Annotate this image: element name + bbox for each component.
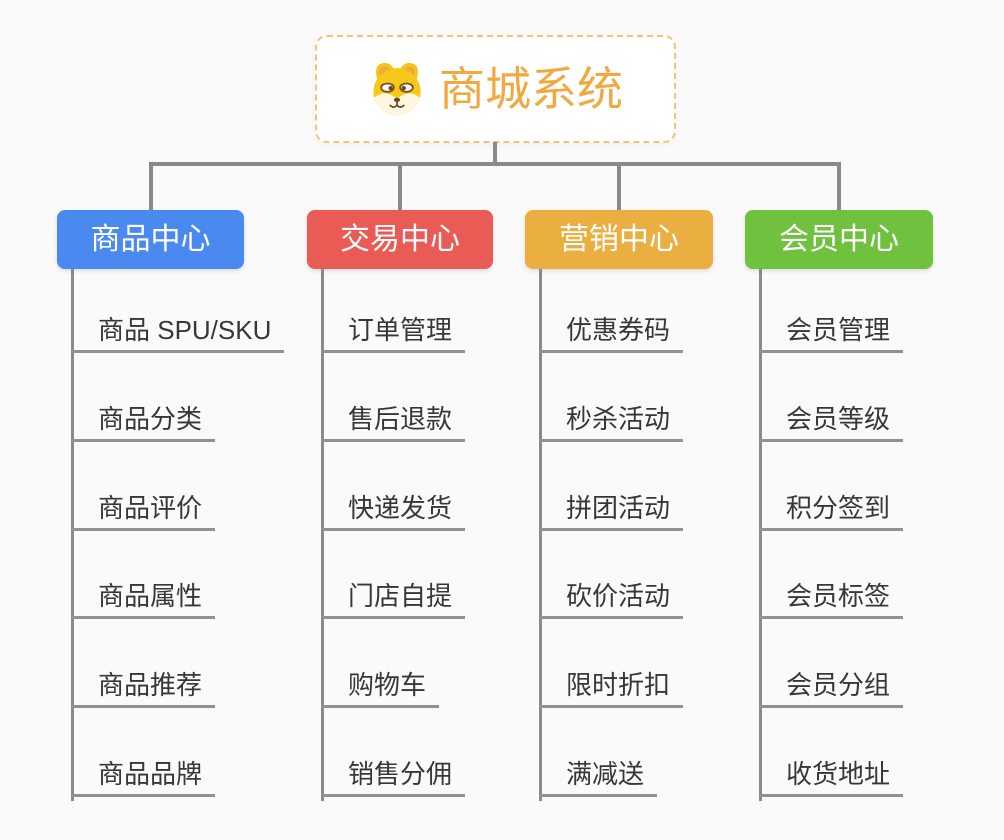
branch-label-product: 商品中心 [90, 222, 211, 256]
leaf-node-product-2[interactable]: 商品分类 [71, 387, 216, 442]
leaf-column-trade: 订单管理售后退款快递发货门店自提购物车销售分佣 [321, 269, 466, 801]
leaf-column-member: 会员管理会员等级积分签到会员标签会员分组收货地址 [759, 269, 904, 801]
leaf-node-trade-2[interactable]: 售后退款 [321, 387, 466, 442]
leaf-node-marketing-5[interactable]: 限时折扣 [539, 653, 684, 709]
branch-label-marketing: 营销中心 [559, 222, 679, 256]
leaf-node-product-5[interactable]: 商品推荐 [71, 653, 216, 709]
leaf-node-member-2[interactable]: 会员等级 [759, 387, 904, 442]
leaf-node-marketing-3[interactable]: 拼团活动 [539, 476, 684, 531]
leaf-node-trade-5[interactable]: 购物车 [321, 653, 440, 709]
dog-face-icon [373, 62, 421, 116]
leaf-node-product-1[interactable]: 商品 SPU/SKU [71, 298, 285, 353]
branch-node-marketing[interactable]: 营销中心 [525, 210, 713, 269]
leaf-node-member-6[interactable]: 收货地址 [759, 742, 904, 797]
branch-node-product[interactable]: 商品中心 [57, 210, 244, 269]
leaf-node-member-5[interactable]: 会员分组 [759, 653, 904, 709]
leaf-node-member-1[interactable]: 会员管理 [759, 298, 904, 353]
leaf-node-member-4[interactable]: 会员标签 [759, 564, 904, 620]
connector-branch-drop-product [149, 162, 153, 210]
leaf-node-marketing-1[interactable]: 优惠券码 [539, 298, 684, 353]
leaf-node-trade-3[interactable]: 快递发货 [321, 476, 466, 531]
branch-node-trade[interactable]: 交易中心 [307, 210, 493, 269]
leaf-node-marketing-4[interactable]: 砍价活动 [539, 564, 684, 620]
leaf-node-product-4[interactable]: 商品属性 [71, 564, 216, 620]
leaf-node-product-6[interactable]: 商品品牌 [71, 742, 216, 797]
branch-label-member: 会员中心 [779, 222, 899, 256]
leaf-node-trade-4[interactable]: 门店自提 [321, 564, 466, 620]
branch-node-member[interactable]: 会员中心 [745, 210, 933, 269]
root-title: 商城系统 [439, 63, 623, 115]
connector-branch-drop-trade [398, 162, 402, 210]
leaf-node-product-3[interactable]: 商品评价 [71, 476, 216, 531]
root-node[interactable]: 商城系统 [315, 35, 676, 143]
leaf-node-trade-1[interactable]: 订单管理 [321, 298, 466, 353]
connector-root-drop [493, 142, 497, 165]
leaf-column-product: 商品 SPU/SKU 商品分类商品评价商品属性商品推荐商品品牌 [71, 269, 285, 801]
branch-label-trade: 交易中心 [340, 222, 460, 256]
connector-branch-drop-member [837, 162, 841, 210]
leaf-node-member-3[interactable]: 积分签到 [759, 476, 904, 531]
connector-branch-drop-marketing [617, 162, 621, 210]
leaf-node-marketing-2[interactable]: 秒杀活动 [539, 387, 684, 442]
leaf-column-marketing: 优惠券码秒杀活动拼团活动砍价活动限时折扣满减送 [539, 269, 684, 801]
connector-horizontal [149, 162, 841, 166]
leaf-node-trade-6[interactable]: 销售分佣 [321, 742, 466, 797]
leaf-node-marketing-6[interactable]: 满减送 [539, 742, 658, 797]
